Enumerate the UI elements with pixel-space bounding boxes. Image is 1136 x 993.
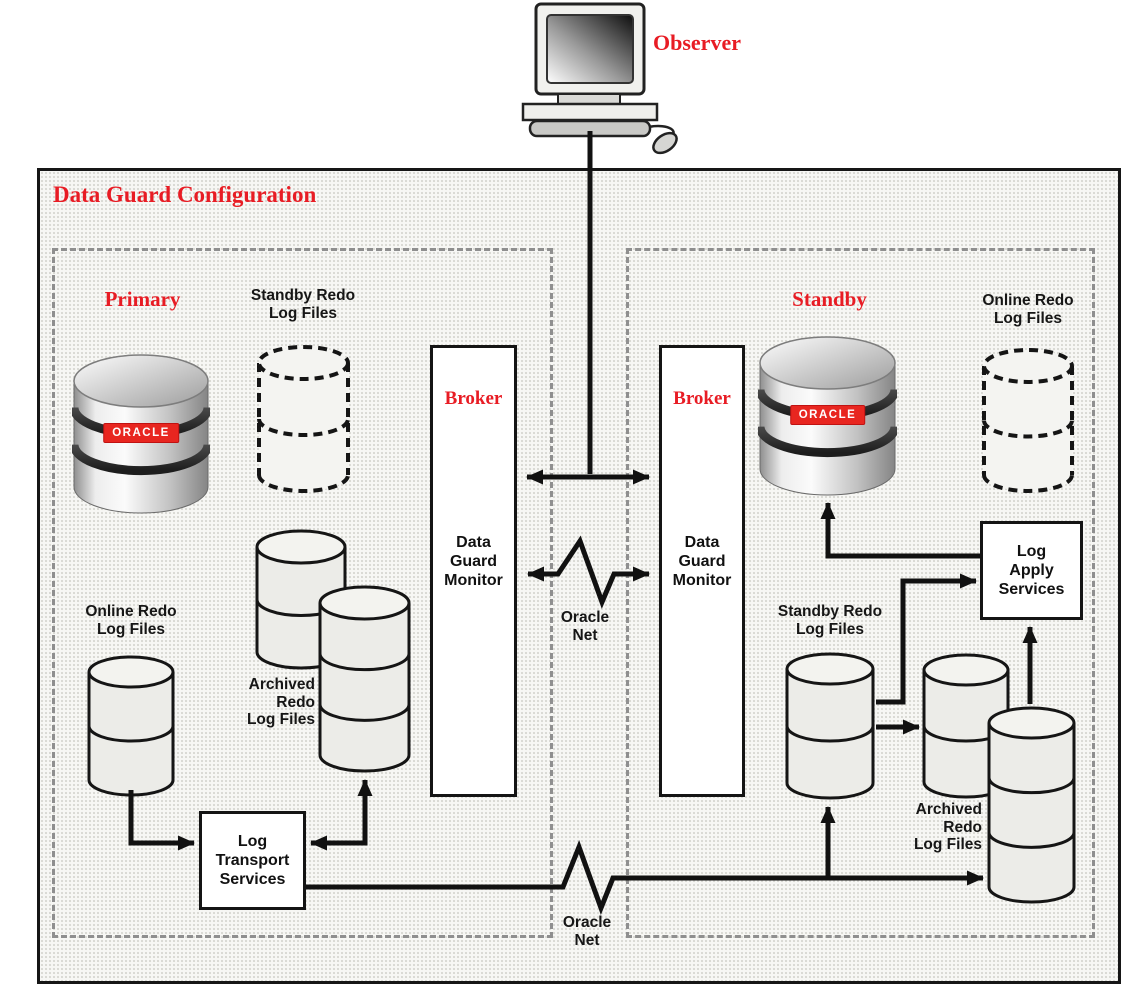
keyboard-icon — [528, 119, 652, 138]
oracle-badge: ORACLE — [789, 405, 866, 425]
log-apply-services-box: Log Apply Services — [980, 521, 1083, 620]
standby-broker-box: Broker Data Guard Monitor — [659, 345, 745, 797]
standby-broker-heading: Broker — [673, 388, 731, 409]
observer-label: Observer — [653, 30, 741, 55]
primary-standby-redo-cylinder-icon — [257, 344, 350, 499]
config-title: Data Guard Configuration — [53, 182, 317, 207]
mouse-icon — [652, 131, 678, 155]
standby-standby-redo-label: Standby Redo Log Files — [777, 603, 883, 638]
primary-broker-box: Broker Data Guard Monitor — [430, 345, 517, 797]
primary-archived-redo-cylinder-front-icon — [318, 584, 411, 779]
oracle-badge: ORACLE — [103, 423, 179, 443]
oracle-net-mid-label: Oracle Net — [560, 609, 610, 644]
primary-database-icon: ORACLE — [72, 352, 210, 516]
monitor-base-icon — [521, 102, 659, 122]
primary-broker-heading: Broker — [444, 388, 503, 409]
monitor-screen-icon — [546, 14, 634, 84]
primary-data-guard-monitor-label: Data Guard Monitor — [444, 534, 503, 589]
standby-standby-redo-cylinder-icon — [785, 651, 875, 806]
primary-heading: Primary — [104, 287, 181, 311]
log-transport-services-label: Log Transport Services — [215, 832, 290, 889]
standby-database-icon: ORACLE — [758, 334, 897, 498]
log-transport-services-box: Log Transport Services — [199, 811, 306, 910]
standby-heading: Standby — [792, 287, 867, 311]
standby-online-redo-cylinder-icon — [982, 347, 1074, 499]
primary-online-redo-label: Online Redo Log Files — [85, 603, 177, 638]
standby-online-redo-label: Online Redo Log Files — [982, 292, 1074, 327]
standby-archived-redo-cylinder-front-icon — [987, 705, 1076, 910]
standby-data-guard-monitor-label: Data Guard Monitor — [672, 534, 732, 589]
standby-archived-redo-label: Archived Redo Log Files — [913, 801, 982, 853]
primary-online-redo-cylinder-icon — [87, 654, 175, 803]
log-apply-services-label: Log Apply Services — [998, 542, 1065, 599]
observer-computer-icon — [518, 2, 696, 158]
primary-standby-redo-label: Standby Redo Log Files — [250, 287, 356, 322]
primary-archived-redo-label: Archived Redo Log Files — [246, 676, 315, 728]
oracle-net-bottom-label: Oracle Net — [562, 914, 612, 949]
monitor-neck-icon — [557, 93, 621, 105]
